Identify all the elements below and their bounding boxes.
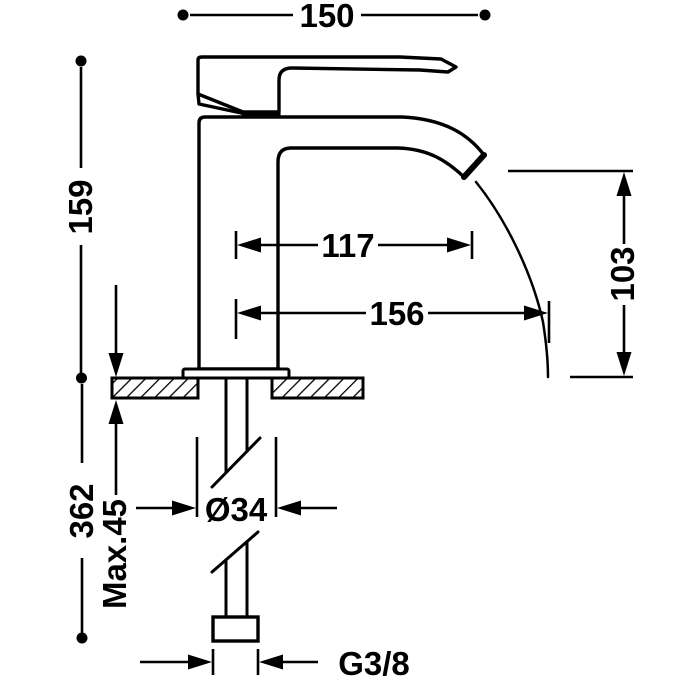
dim-label-max45: Max.45: [96, 499, 133, 609]
supply-pipe: [210, 376, 262, 643]
arrowhead-up: [616, 172, 632, 196]
dim-label-103: 103: [604, 246, 641, 301]
dim-label-150: 150: [299, 0, 354, 34]
arrowhead-right: [524, 305, 548, 321]
arrowhead-down: [108, 353, 124, 377]
dim-156: [234, 299, 551, 343]
dim-max45: [108, 285, 124, 495]
dim-label-g38: G3/8: [338, 645, 410, 682]
pipe-break-lower: [210, 530, 260, 574]
dim-117: [234, 231, 474, 259]
dim-dot: [177, 9, 189, 21]
dimension-lines: [75, 9, 633, 675]
dim-dot: [479, 9, 491, 21]
water-stream: [474, 180, 550, 379]
dim-dia34: [136, 437, 337, 517]
countertop-left: [110, 376, 200, 400]
arrowhead-up: [108, 400, 124, 424]
countertop: [110, 376, 365, 400]
dim-150: [177, 9, 491, 21]
arrowhead-down: [616, 352, 632, 376]
dim-label-156: 156: [369, 295, 424, 332]
spout-mouth-edge: [461, 152, 487, 180]
dim-362: [76, 384, 88, 644]
faucet-handle: [196, 55, 458, 114]
arrowhead-right: [447, 237, 471, 253]
dim-dot: [76, 372, 87, 384]
faucet-outline: [181, 55, 550, 380]
dim-label-159: 159: [62, 179, 99, 234]
dim-label-362: 362: [63, 483, 100, 538]
pipe-break-upper: [210, 436, 262, 489]
arrowhead-left: [259, 654, 283, 670]
dim-159: [75, 55, 87, 384]
supply-connector: [211, 615, 260, 643]
arrowhead-left: [277, 500, 301, 516]
dim-label-dia34: Ø34: [205, 491, 268, 528]
dim-g38: [140, 649, 318, 675]
dimension-labels: 150 117 156 Ø34 G3/8 159 362 Max.45 103: [62, 0, 641, 682]
dim-103: [508, 169, 633, 379]
dim-dot: [75, 55, 87, 67]
arrowhead-left: [237, 305, 261, 321]
dim-dot: [76, 632, 88, 644]
countertop-right: [270, 376, 365, 400]
dim-label-117: 117: [321, 227, 374, 264]
arrowhead-right: [188, 654, 212, 670]
arrowhead-right: [172, 500, 196, 516]
arrowhead-left: [237, 237, 261, 253]
base-flange: [181, 367, 291, 380]
